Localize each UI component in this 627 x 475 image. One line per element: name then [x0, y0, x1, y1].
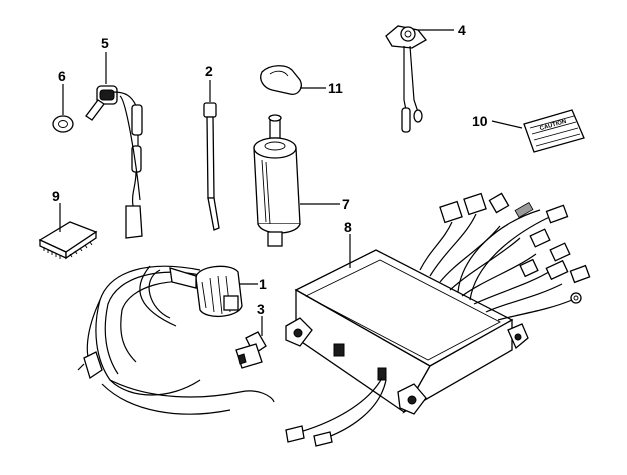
- washer-part: [52, 84, 74, 133]
- temperature-sensor-part: [85, 52, 143, 239]
- callout-9: 9: [52, 188, 60, 204]
- callout-5: 5: [101, 35, 109, 51]
- callout-4: 4: [458, 22, 466, 38]
- fuel-pump-part: [253, 114, 340, 247]
- caution-label-part: CAUTION: [491, 109, 585, 153]
- callout-7: 7: [342, 196, 350, 212]
- callout-3: 3: [257, 301, 265, 317]
- control-module-part: [285, 192, 591, 447]
- flange-sensor-part: [385, 25, 454, 133]
- ignition-coil-part: [77, 265, 275, 415]
- callout-8: 8: [344, 219, 352, 235]
- chip-module-part: [38, 203, 98, 260]
- clip-part: [260, 65, 326, 95]
- callout-1: 1: [259, 276, 267, 292]
- spark-plug-cap-part: [235, 316, 267, 369]
- callout-2: 2: [205, 63, 213, 79]
- callout-11: 11: [328, 80, 343, 96]
- callout-10: 10: [472, 113, 488, 129]
- cable-tie-part: [203, 80, 220, 231]
- callout-6: 6: [58, 68, 66, 84]
